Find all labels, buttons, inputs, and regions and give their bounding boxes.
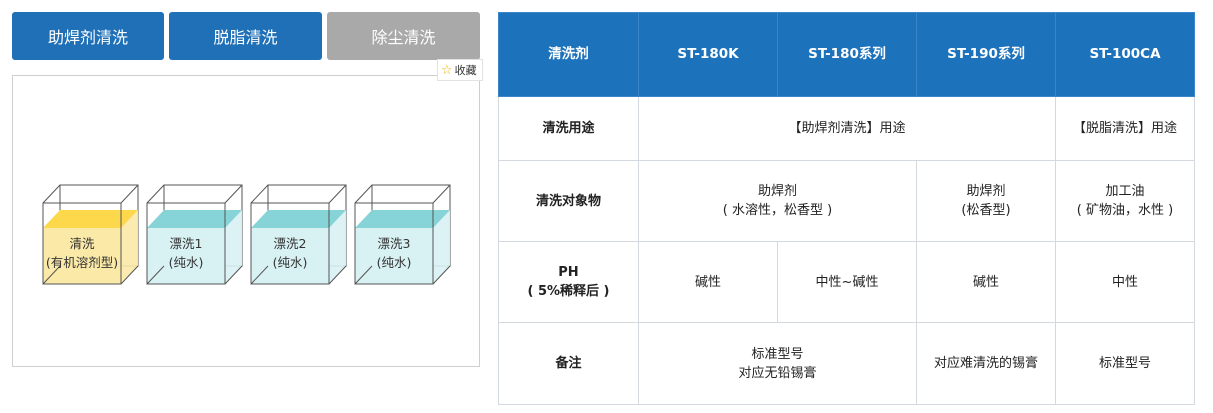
row-label-note: 备注: [498, 322, 639, 405]
tank-name-label: 漂洗3: [378, 236, 411, 251]
target-cell-2: 助焊剂 (松香型): [916, 160, 1056, 242]
ph-cell-4: 中性: [1055, 241, 1195, 323]
favorite-label: 收藏: [454, 64, 477, 77]
table-row: 备注 标准型号 对应无铅锡膏 对应难清洗的锡膏 标准型号: [498, 322, 1195, 405]
note-cell-1: 标准型号 对应无铅锡膏: [638, 322, 917, 405]
tank-sub-label: (纯水): [169, 255, 204, 270]
table-row: 清洗用途 【助焊剂清洗】用途 【脱脂清洗】用途: [498, 96, 1195, 161]
target-cell-3: 加工油 ( 矿物油，水性 ): [1055, 160, 1195, 242]
header-st-180k: ST-180K: [638, 12, 778, 97]
table-row: PH ( 5%稀释后 ) 碱性 中性~碱性 碱性 中性: [498, 241, 1195, 323]
note-cell-2: 对应难清洗的锡膏: [916, 322, 1056, 405]
tank-2: 漂洗1 (纯水): [146, 184, 243, 285]
tab-degrease-cleaning[interactable]: 脱脂清洗: [169, 12, 322, 60]
tank-sub-label: (有机溶剂型): [46, 255, 118, 270]
header-st-100ca: ST-100CA: [1055, 12, 1195, 97]
target-cell-1: 助焊剂 ( 水溶性，松香型 ): [638, 160, 917, 242]
table-row: 清洗对象物 助焊剂 ( 水溶性，松香型 ) 助焊剂 (松香型) 加工油 ( 矿物…: [498, 160, 1195, 242]
header-st-190-series: ST-190系列: [916, 12, 1056, 97]
tab-dust-cleaning[interactable]: 除尘清洗: [327, 12, 480, 60]
usage-degrease-cell: 【脱脂清洗】用途: [1055, 96, 1195, 161]
star-icon: ☆: [441, 62, 453, 78]
tank-4: 漂洗3 (纯水): [354, 184, 451, 285]
note-cell-3: 标准型号: [1055, 322, 1195, 405]
usage-flux-cell: 【助焊剂清洗】用途: [638, 96, 1056, 161]
tank-name-label: 漂洗1: [170, 236, 203, 251]
row-label-usage: 清洗用途: [498, 96, 639, 161]
tank-3: 漂洗2 (纯水): [250, 184, 347, 285]
tank-sub-label: (纯水): [273, 255, 308, 270]
process-diagram-panel: 清洗 (有机溶剂型) 漂洗1 (纯水) 漂洗2 (纯水) 漂洗3 (纯水): [12, 75, 480, 367]
header-cleaner: 清洗剂: [498, 12, 639, 97]
tank-name-label: 漂洗2: [274, 236, 307, 251]
table-header-row: 清洗剂 ST-180K ST-180系列 ST-190系列 ST-100CA: [498, 12, 1195, 97]
tab-flux-cleaning[interactable]: 助焊剂清洗: [12, 12, 164, 60]
row-label-target: 清洗对象物: [498, 160, 639, 242]
tank-1: 清洗 (有机溶剂型): [42, 184, 139, 285]
ph-cell-3: 碱性: [916, 241, 1056, 323]
tank-sub-label: (纯水): [377, 255, 412, 270]
favorite-button[interactable]: ☆ 收藏: [437, 59, 483, 81]
header-st-180-series: ST-180系列: [777, 12, 917, 97]
spec-table: 清洗剂 ST-180K ST-180系列 ST-190系列 ST-100CA 清…: [498, 12, 1195, 405]
tank-name-label: 清洗: [69, 236, 95, 251]
ph-cell-1: 碱性: [638, 241, 778, 323]
cleaning-tanks-diagram: 清洗 (有机溶剂型) 漂洗1 (纯水) 漂洗2 (纯水) 漂洗3 (纯水): [42, 184, 451, 285]
ph-cell-2: 中性~碱性: [777, 241, 917, 323]
row-label-ph: PH ( 5%稀释后 ): [498, 241, 639, 323]
